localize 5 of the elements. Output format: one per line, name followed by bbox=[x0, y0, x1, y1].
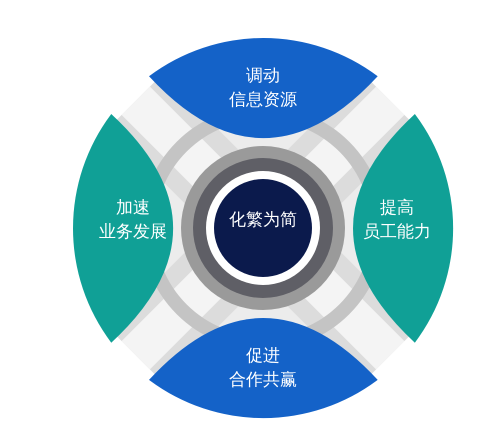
segment-label: 提高员工能力 bbox=[362, 196, 431, 244]
segment-label: 促进合作共赢 bbox=[228, 344, 297, 392]
segment-label: 调动信息资源 bbox=[228, 65, 297, 112]
hub-label: 化繁为简 bbox=[229, 209, 297, 232]
segment-label: 加速业务发展 bbox=[99, 196, 167, 244]
